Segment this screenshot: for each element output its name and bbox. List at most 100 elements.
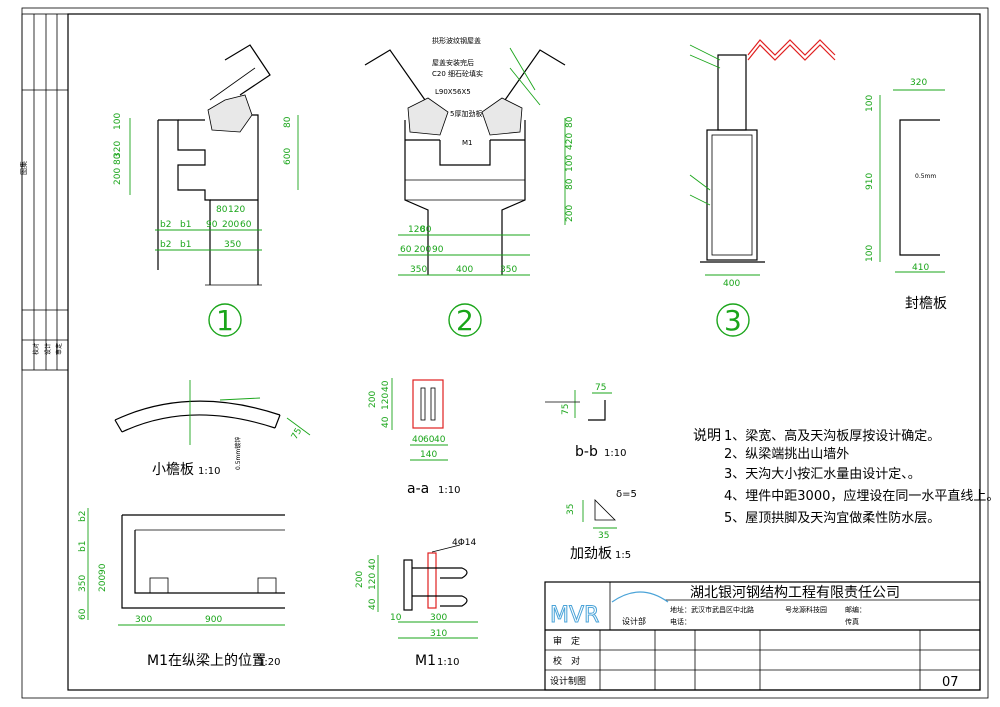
d2-dim-b5: 350 <box>410 265 427 275</box>
fengyan-dim-4: 410 <box>912 263 929 273</box>
titleblock-company: 湖北银河钢结构工程有限责任公司 <box>690 585 900 601</box>
detail-1-marker <box>208 303 242 337</box>
m1pos-dim-l1: b1 <box>78 541 88 552</box>
detail-3-marker <box>716 303 750 337</box>
aa-scale: 1:10 <box>438 485 460 496</box>
d2-note-5: M1 <box>462 139 473 147</box>
d2-dim-r2: 100 <box>565 155 575 172</box>
bb-dim-1: 75 <box>561 404 571 415</box>
m1pos-scale: 1:20 <box>258 657 280 668</box>
bb-dim-0: 75 <box>595 383 606 393</box>
aa-dim-l3: 40 <box>381 416 391 428</box>
aa-dim-b3: 140 <box>420 450 437 460</box>
d2-dim-b1: 80 <box>420 225 432 235</box>
d2-dim-r3: 80 <box>565 178 575 190</box>
sidebar-label-3: 审定 <box>55 343 63 355</box>
d2-dim-b0: 120 <box>408 225 425 235</box>
detail-1-number: 1 <box>216 304 234 337</box>
aa-dim-l0: 200 <box>368 391 378 408</box>
d1-dim-200: 200 <box>222 220 239 230</box>
sidebar-strip: 图集 校对 设计 审定 <box>19 13 69 371</box>
jiajin-delta: δ=5 <box>616 489 637 500</box>
d1-dim-b1: b1 <box>180 220 191 230</box>
d2-dim-b4: 90 <box>432 245 444 255</box>
d2-note-0: 拱形波纹钢屋盖 <box>432 36 481 45</box>
m1-position: b2 b1 350 200 90 60 300 900 M1在纵梁上的位置 1:… <box>78 508 285 669</box>
m1pos-dim-l3: 200 <box>98 575 108 592</box>
m1pos-dim-l2: 350 <box>78 575 88 592</box>
xiaoyan-dim: 75 <box>290 427 304 442</box>
m1pos-dim-b0: 300 <box>135 615 152 625</box>
m1-dim-l0: 200 <box>355 571 365 588</box>
d2-note-4: 5厚加劲板 <box>450 109 482 118</box>
fengyan-board: 320 100 910 100 410 0.5mm 封檐板 <box>865 78 947 312</box>
section-aa: 200 40 120 40 40 60 40 140 a-a 1:10 <box>368 378 460 497</box>
d1-dim-left-2: 200 80 <box>113 153 123 185</box>
sidebar-label-1: 校对 <box>32 343 40 355</box>
svg-text:b2: b2 <box>160 240 171 250</box>
notes-item-2: 3、天沟大小按汇水量由设计定、。 <box>724 467 921 482</box>
aa-dim-b0: 40 <box>412 435 424 445</box>
d1-dim-80: 80 <box>216 205 228 215</box>
detail-3: 400 3 <box>689 39 836 337</box>
sidebar-label-2: 设计 <box>44 343 52 355</box>
fengyan-title: 封檐板 <box>905 296 947 312</box>
m1pos-dim-l5: 60 <box>78 608 88 620</box>
svg-text:b1: b1 <box>180 240 191 250</box>
d1-dim-350: 350 <box>224 240 241 250</box>
d1-dim-right-0: 80 <box>283 116 293 128</box>
detail-3-number: 3 <box>724 304 742 337</box>
xiaoyan-board: 75 0.5mm镀锌 小檐板 1:10 <box>114 380 311 478</box>
aa-dim-l2: 120 <box>381 393 391 410</box>
fengyan-note: 0.5mm <box>915 173 936 180</box>
d2-dim-b3: 200 <box>414 245 431 255</box>
d2-note-2: C20 细石砼填实 <box>432 69 483 78</box>
section-bb: 75 75 b-b 1:10 <box>545 383 626 460</box>
bb-scale: 1:10 <box>604 448 626 459</box>
m1-title: M1 <box>415 653 436 669</box>
title-block: MVR 设计部 湖北银河钢结构工程有限责任公司 地址：武汉市武昌区中北路 号龙源… <box>544 581 981 691</box>
xiaoyan-note: 0.5mm镀锌 <box>234 437 242 470</box>
d1-dim-right-1: 600 <box>283 148 293 165</box>
jiajin-dim-1: 35 <box>566 504 576 515</box>
m1pos-dim-b1: 900 <box>205 615 222 625</box>
aa-dim-b1: 60 <box>423 435 435 445</box>
notes-item-1: 2、纵梁端挑出山墙外 <box>724 447 849 462</box>
notes-item-4: 5、屋顶拱脚及天沟宜做柔性防水层。 <box>724 510 940 526</box>
d2-note-1: 屋盖安装完后 <box>432 58 474 67</box>
d1-dim-60: 60 <box>240 220 252 230</box>
d2-dim-r0: 80 <box>565 116 575 128</box>
titleblock-phone: 电话： <box>670 617 691 626</box>
aa-title: a-a <box>407 481 429 497</box>
jiajin-scale: 1:5 <box>615 550 631 561</box>
aa-dim-b2: 40 <box>434 435 446 445</box>
m1-dim-b1: 300 <box>430 613 447 623</box>
jiajin-dim-2: 35 <box>598 531 609 541</box>
m1-detail: 4Φ14 200 40 120 40 10 300 310 M1 1:10 <box>355 538 478 669</box>
fengyan-dim-0: 320 <box>910 78 927 88</box>
d3-dim-400: 400 <box>723 279 740 289</box>
titleblock-zip: 邮编： <box>845 605 866 614</box>
notes-title: 说明 <box>693 428 721 444</box>
d2-dim-r1: 420 <box>565 133 575 150</box>
bb-title: b-b <box>575 444 598 460</box>
d1-dim-left-0: 100 <box>113 113 123 130</box>
m1-dim-l3: 40 <box>368 598 378 610</box>
m1pos-dim-l4: 90 <box>98 563 108 575</box>
fengyan-dim-3: 100 <box>865 245 875 262</box>
titleblock-sheet: 07 <box>942 675 959 690</box>
d2-dim-b2: 60 <box>400 245 412 255</box>
m1-dim-l2: 120 <box>368 573 378 590</box>
jiajin-board: δ=5 35 35 加劲板 1:5 <box>566 489 637 562</box>
detail-2: 拱形波纹钢屋盖 屋盖安装完后 C20 细石砼填实 L90X56X5 5厚加劲板 … <box>364 36 575 337</box>
xiaoyan-scale: 1:10 <box>198 466 220 477</box>
m1-dim-l1: 40 <box>368 558 378 570</box>
titleblock-address: 地址：武汉市武昌区中北路 <box>670 605 754 614</box>
d2-dim-b7: 350 <box>500 265 517 275</box>
m1-dim-b2: 310 <box>430 629 447 639</box>
d2-note-3: L90X56X5 <box>435 88 471 96</box>
notes-item-3: 4、埋件中距3000，应埋设在同一水平直线上。 <box>724 488 999 504</box>
titleblock-row-2: 设计制图 <box>550 675 586 687</box>
d1-dim-left-1: 320 <box>113 141 123 158</box>
